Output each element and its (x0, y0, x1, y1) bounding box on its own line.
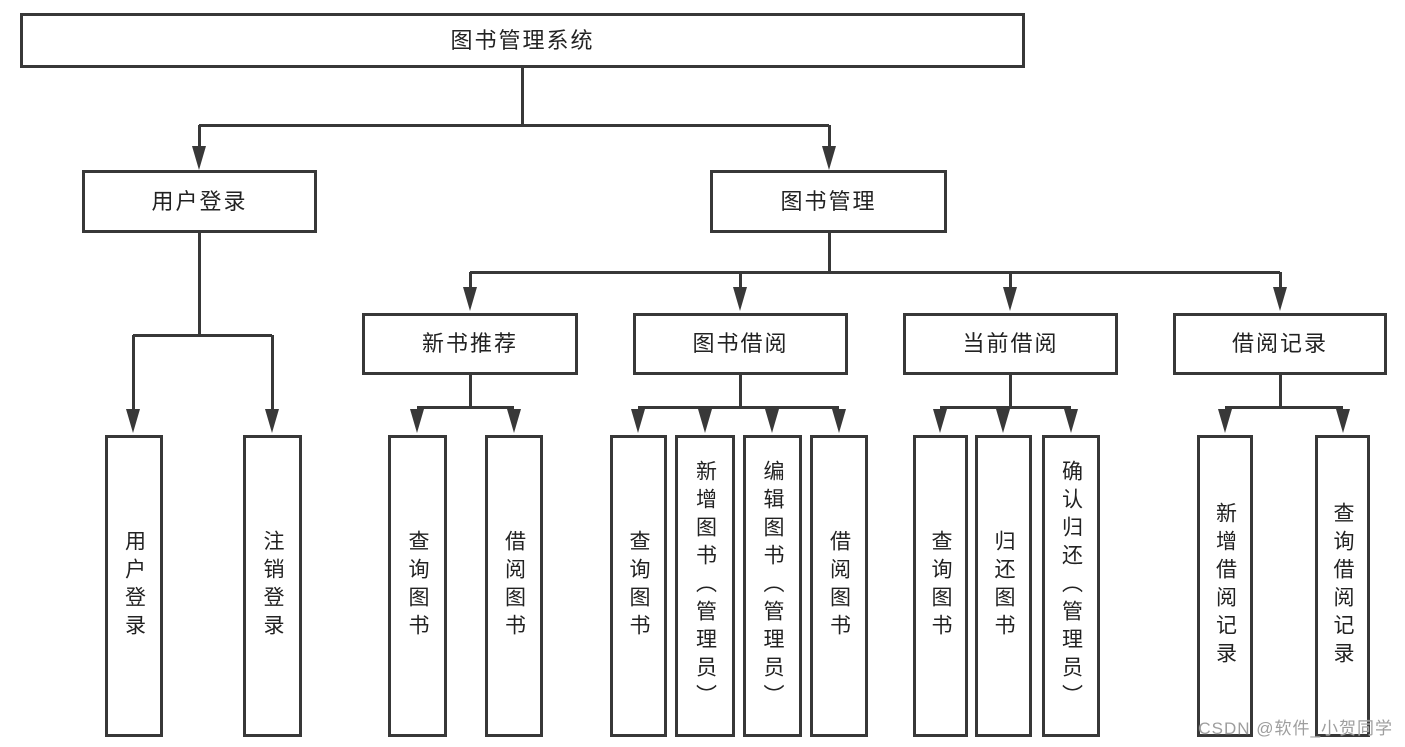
arrow-down-icon (733, 287, 747, 311)
connector-line-horizontal (1225, 405, 1343, 409)
node-label: 图书借阅 (692, 331, 789, 356)
node-label: 归还图书 (992, 530, 1015, 642)
connector-line-vertical (1278, 375, 1282, 407)
arrow-down-icon (192, 146, 206, 170)
node-leaf-br-add-record: 新增借阅记录 (1197, 435, 1253, 737)
connector-line-horizontal (470, 270, 1280, 274)
node-label: 查询图书 (627, 530, 650, 642)
node-borrow-records: 借阅记录 (1173, 313, 1387, 375)
arrow-down-icon (265, 409, 279, 433)
arrow-down-icon (1273, 287, 1287, 311)
node-label: 图书管理系统 (450, 27, 595, 53)
connector-line-vertical (131, 335, 135, 411)
node-leaf-cb-query-book: 查询图书 (913, 435, 968, 737)
arrow-down-icon (463, 287, 477, 311)
node-book-borrow: 图书借阅 (633, 313, 848, 375)
node-leaf-bb-query-book: 查询图书 (610, 435, 667, 737)
connector-line-vertical (827, 233, 831, 272)
connector-line-vertical (197, 125, 201, 149)
arrow-down-icon (698, 409, 712, 433)
connector-line-horizontal (199, 123, 829, 127)
connector-line-vertical (197, 233, 201, 335)
arrow-down-icon (507, 409, 521, 433)
node-leaf-br-query-record: 查询借阅记录 (1315, 435, 1370, 737)
arrow-down-icon (1336, 409, 1350, 433)
connector-line-vertical (738, 375, 742, 407)
node-leaf-bb-edit-book: 编辑图书（管理员） (743, 435, 802, 737)
arrow-down-icon (410, 409, 424, 433)
node-label: 用户登录 (122, 530, 146, 642)
connector-line-vertical (1008, 272, 1012, 289)
node-label: 新增借阅记录 (1213, 502, 1237, 670)
arrow-down-icon (832, 409, 846, 433)
node-user-login: 用户登录 (82, 170, 317, 233)
connector-line-vertical (468, 272, 472, 289)
arrow-down-icon (1218, 409, 1232, 433)
node-label: 查询借阅记录 (1331, 502, 1354, 670)
node-label: 借阅图书 (827, 530, 851, 642)
node-leaf-nb-query-book: 查询图书 (388, 435, 447, 737)
arrow-down-icon (126, 409, 140, 433)
arrow-down-icon (996, 409, 1010, 433)
node-label: 新增图书（管理员） (693, 460, 717, 712)
node-root: 图书管理系统 (20, 13, 1025, 68)
connector-line-horizontal (417, 405, 514, 409)
connector-line-horizontal (638, 405, 839, 409)
node-label: 用户登录 (151, 188, 248, 214)
node-new-book-recommend: 新书推荐 (362, 313, 578, 375)
arrow-down-icon (1064, 409, 1078, 433)
node-label: 注销登录 (261, 530, 284, 642)
node-leaf-bb-borrow-book: 借阅图书 (810, 435, 868, 737)
node-label: 借阅图书 (502, 530, 526, 642)
arrow-down-icon (765, 409, 779, 433)
node-leaf-user-login: 用户登录 (105, 435, 163, 737)
connector-line-vertical (738, 272, 742, 289)
node-leaf-cb-return-book: 归还图书 (975, 435, 1032, 737)
arrow-down-icon (631, 409, 645, 433)
node-label: 查询图书 (929, 530, 952, 642)
node-label: 图书管理 (780, 188, 877, 214)
node-leaf-logout: 注销登录 (243, 435, 302, 737)
node-leaf-bb-add-book: 新增图书（管理员） (675, 435, 735, 737)
connector-line-vertical (827, 125, 831, 149)
connector-line-vertical (1278, 272, 1282, 289)
arrow-down-icon (933, 409, 947, 433)
node-leaf-nb-borrow-book: 借阅图书 (485, 435, 543, 737)
node-label: 当前借阅 (962, 331, 1059, 356)
connector-line-horizontal (940, 405, 1071, 409)
node-leaf-cb-confirm: 确认归还（管理员） (1042, 435, 1100, 737)
connector-line-horizontal (133, 333, 272, 337)
connector-line-vertical (468, 375, 472, 407)
node-label: 编辑图书（管理员） (761, 460, 784, 712)
node-label: 借阅记录 (1231, 331, 1328, 356)
arrow-down-icon (1003, 287, 1017, 311)
connector-line-vertical (270, 335, 274, 411)
node-label: 新书推荐 (421, 331, 518, 356)
node-label: 查询图书 (406, 530, 429, 642)
node-book-management: 图书管理 (710, 170, 947, 233)
connector-line-vertical (1008, 375, 1012, 407)
node-label: 确认归还（管理员） (1059, 460, 1083, 712)
connector-line-vertical (520, 68, 524, 125)
node-current-borrow: 当前借阅 (903, 313, 1118, 375)
arrow-down-icon (822, 146, 836, 170)
